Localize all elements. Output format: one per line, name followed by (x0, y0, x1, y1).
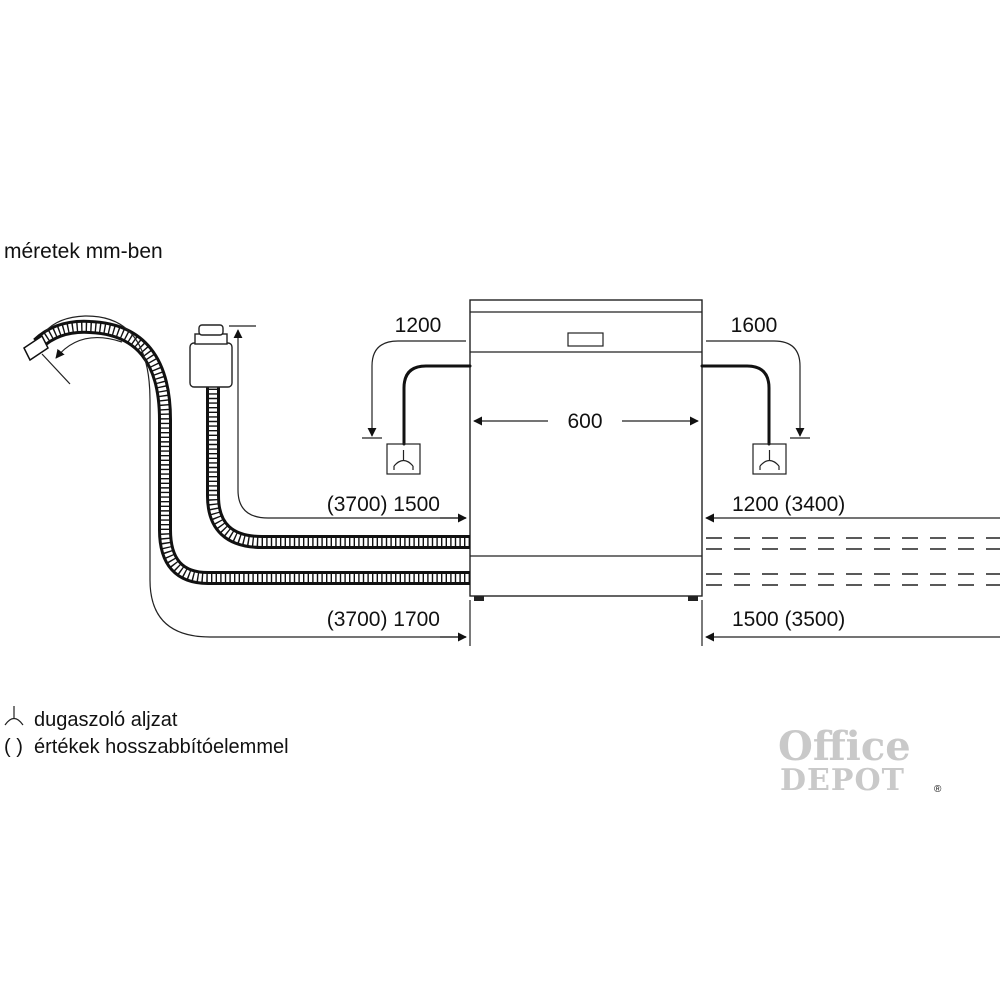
left-foot (474, 596, 484, 601)
legend: dugaszoló aljzat ( ) értékek hosszabbító… (4, 706, 289, 758)
watermark-line2: DEPOT (780, 763, 905, 798)
left-inlet-label: (3700) 1500 (327, 493, 440, 516)
watermark-line1: Office (778, 723, 911, 770)
right-cable-line (700, 364, 771, 446)
display-panel (567, 332, 604, 347)
right-drain-dimension: 1500 (3500) (701, 600, 1000, 646)
right-foot (688, 596, 698, 601)
units-note: méretek mm-ben (4, 240, 163, 263)
left-drain-arrow-line (44, 315, 466, 638)
left-power-cable: 1200 (362, 314, 472, 475)
legend-bracket-label: értékek hosszabbítóelemmel (34, 736, 289, 758)
left-socket-icon (386, 443, 421, 475)
watermark-mark: ® (934, 784, 942, 795)
left-cable-line (402, 364, 472, 446)
legend-socket-icon (4, 706, 24, 726)
right-cable-label: 1600 (731, 314, 778, 337)
drain-hose-ref-line (41, 353, 71, 385)
legend-socket-label: dugaszoló aljzat (34, 709, 178, 731)
left-inlet-arrow-line (233, 329, 466, 519)
left-drain-label: (3700) 1700 (327, 608, 440, 631)
right-power-cable: 1600 (700, 314, 810, 475)
right-inlet-dimension: 1200 (3400) (705, 493, 1000, 523)
left-cable-label: 1200 (395, 314, 442, 337)
dishwasher-outline (469, 299, 703, 597)
left-drain-dimension: (3700) 1700 (44, 315, 471, 646)
right-socket-icon (752, 443, 787, 475)
drain-hose-end (23, 334, 49, 362)
right-drain-label: 1500 (3500) (732, 608, 845, 631)
valve-connector (198, 324, 224, 336)
left-cable-arrow (367, 340, 399, 437)
legend-bracket-symbol: ( ) (4, 736, 23, 758)
dishwasher (469, 299, 703, 601)
office-depot-watermark: Office DEPOT ® (778, 723, 942, 798)
inlet-hose (189, 324, 470, 549)
right-hoses (706, 537, 1000, 586)
width-label: 600 (567, 410, 602, 433)
width-dimension: 600 (473, 410, 699, 433)
right-cable-arrow (773, 340, 805, 437)
drain-hose-arrow (55, 336, 123, 359)
left-inlet-dimension: (3700) 1500 (233, 329, 467, 523)
aquastop-valve (189, 342, 233, 388)
drain-hose (23, 319, 470, 585)
right-inlet-label: 1200 (3400) (732, 493, 845, 516)
